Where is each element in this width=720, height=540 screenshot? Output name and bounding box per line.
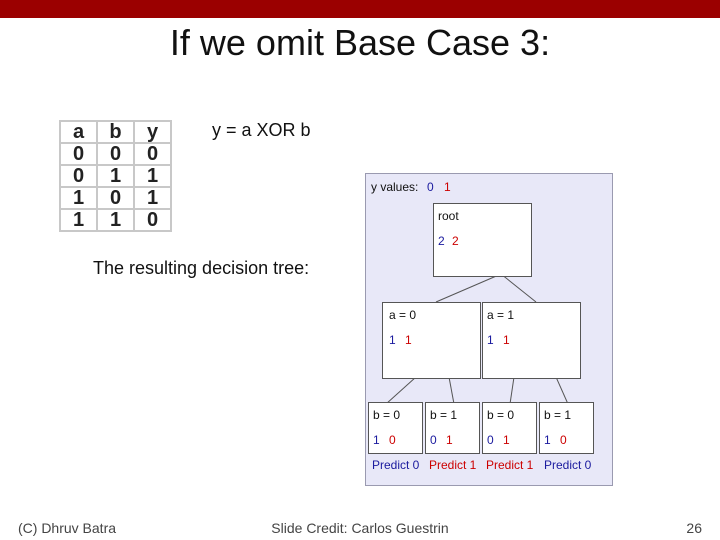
node-a1-label: a = 1 <box>487 308 515 322</box>
leaf-prediction: Predict 1 <box>429 458 477 472</box>
tree-edges <box>385 273 569 405</box>
root-node: root 2 2 <box>433 203 532 277</box>
node-a0-count-0: 1 <box>389 333 396 347</box>
leaf-prediction: Predict 0 <box>544 458 592 472</box>
leaf-count-0: 1 <box>373 433 380 447</box>
table-cell: 0 <box>96 142 135 166</box>
leaf-prediction: Predict 1 <box>486 458 534 472</box>
leaf-count-1: 1 <box>503 433 510 447</box>
table-cell: 1 <box>133 164 172 188</box>
root-count-1: 2 <box>452 234 459 248</box>
node-a1-count-0: 1 <box>487 333 494 347</box>
node-a0-count-1: 1 <box>405 333 412 347</box>
leaf-count-0: 0 <box>430 433 437 447</box>
truth-table: a b y 0 0 0 0 1 1 1 0 1 1 1 0 <box>59 120 172 232</box>
node-a0-label: a = 0 <box>389 308 417 322</box>
footer-credit: Slide Credit: Carlos Guestrin <box>271 520 449 536</box>
leaf-count-0: 1 <box>544 433 551 447</box>
table-cell: 0 <box>133 142 172 166</box>
node-a0: a = 0 1 1 <box>382 302 481 379</box>
tree-caption: The resulting decision tree: <box>93 258 310 278</box>
leaf-a0-b0: b = 0 1 0 <box>368 402 423 454</box>
xor-expression: y = a XOR b <box>212 120 311 140</box>
table-row: 1 1 0 <box>59 208 172 232</box>
leaf-count-0: 0 <box>487 433 494 447</box>
leaf-prediction: Predict 0 <box>372 458 420 472</box>
table-cell: 1 <box>96 164 135 188</box>
table-cell: 1 <box>133 186 172 210</box>
node-a1: a = 1 1 1 <box>482 302 581 379</box>
leaf-count-1: 0 <box>389 433 396 447</box>
header-cell-a: a <box>59 120 98 144</box>
root-label: root <box>438 209 459 223</box>
table-cell: 0 <box>59 164 98 188</box>
slide-title: If we omit Base Case 3: <box>169 22 551 63</box>
y-values-label: y values: <box>371 180 419 194</box>
leaf-a0-b1: b = 1 0 1 <box>425 402 480 454</box>
table-row: 0 1 1 <box>59 164 172 188</box>
leaf-count-1: 0 <box>560 433 567 447</box>
root-count-0: 2 <box>438 234 445 248</box>
table-cell: 0 <box>133 208 172 232</box>
header-cell-y: y <box>133 120 172 144</box>
leaf-label: b = 0 <box>373 408 401 422</box>
truth-table-header: a b y <box>59 120 172 144</box>
table-cell: 0 <box>96 186 135 210</box>
footer-author: (C) Dhruv Batra <box>18 520 117 536</box>
table-row: 0 0 0 <box>59 142 172 166</box>
table-cell: 1 <box>59 186 98 210</box>
leaf-count-1: 1 <box>446 433 453 447</box>
node-a1-count-1: 1 <box>503 333 510 347</box>
header-cell-b: b <box>96 120 135 144</box>
leaf-label: b = 1 <box>430 408 458 422</box>
y-value-0: 0 <box>427 180 434 194</box>
leaf-label: b = 1 <box>544 408 572 422</box>
decision-tree: y values: 0 1 root 2 2 a = 0 1 1 a = 1 1… <box>365 173 613 486</box>
table-row: 1 0 1 <box>59 186 172 210</box>
leaf-label: b = 0 <box>487 408 515 422</box>
page-number: 26 <box>686 520 702 536</box>
table-cell: 1 <box>59 208 98 232</box>
top-accent-bar <box>0 0 720 18</box>
leaf-a1-b1: b = 1 1 0 <box>539 402 594 454</box>
y-value-1: 1 <box>444 180 451 194</box>
table-cell: 1 <box>96 208 135 232</box>
table-cell: 0 <box>59 142 98 166</box>
leaf-a1-b0: b = 0 0 1 <box>482 402 537 454</box>
